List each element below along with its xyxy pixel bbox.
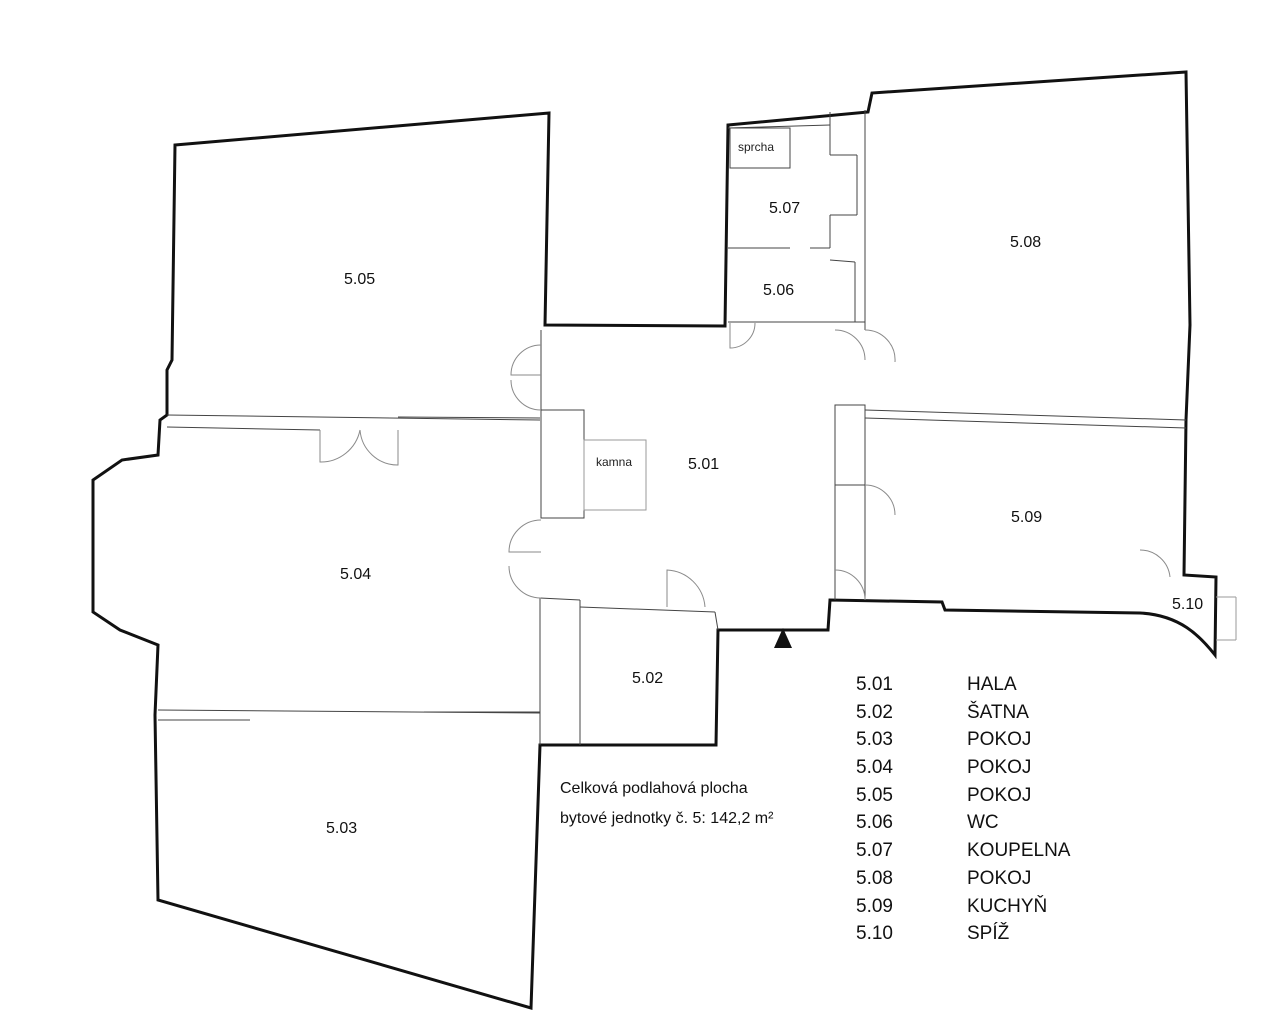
legend-row: 5.09 KUCHYŇ xyxy=(856,896,1070,924)
legend-name: KUCHYŇ xyxy=(967,895,1048,917)
legend-row: 5.02 ŠATNA xyxy=(856,702,1070,730)
legend-name: KOUPELNA xyxy=(967,840,1071,862)
room-label-5-01: 5.01 xyxy=(688,456,719,473)
outer-walls xyxy=(91,70,1218,1010)
legend-code: 5.10 xyxy=(856,923,893,945)
legend-row: 5.10 SPÍŽ xyxy=(856,923,1070,951)
legend-row: 5.07 KOUPELNA xyxy=(856,840,1070,868)
total-area-line-2: bytové jednotky č. 5: 142,2 m² xyxy=(560,810,774,827)
legend-code: 5.02 xyxy=(856,701,893,723)
legend-name: WC xyxy=(967,812,999,834)
legend-name: POKOJ xyxy=(967,784,1032,806)
stove-label: kamna xyxy=(596,455,632,469)
legend-code: 5.03 xyxy=(856,729,893,751)
legend-code: 5.05 xyxy=(856,784,893,806)
legend-name: SPÍŽ xyxy=(967,923,1010,945)
legend-row: 5.01 HALA xyxy=(856,674,1070,702)
total-area-note: Celková podlahová plocha bytové jednotky… xyxy=(560,774,773,834)
legend-name: POKOJ xyxy=(967,757,1032,779)
legend-name: POKOJ xyxy=(967,729,1032,751)
legend-row: 5.08 POKOJ xyxy=(856,868,1070,896)
legend-row: 5.03 POKOJ xyxy=(856,729,1070,757)
legend-row: 5.04 POKOJ xyxy=(856,757,1070,785)
legend-code: 5.01 xyxy=(856,674,893,695)
legend-row: 5.06 WC xyxy=(856,812,1070,840)
legend-code: 5.04 xyxy=(856,757,893,779)
room-label-5-05: 5.05 xyxy=(344,271,375,288)
room-label-5-03: 5.03 xyxy=(326,820,357,837)
room-label-5-06: 5.06 xyxy=(763,282,794,299)
legend-row: 5.05 POKOJ xyxy=(856,785,1070,813)
room-label-5-10: 5.10 xyxy=(1172,596,1203,613)
room-label-5-07: 5.07 xyxy=(769,200,800,217)
shower-label: sprcha xyxy=(738,140,774,154)
legend-code: 5.06 xyxy=(856,812,893,834)
legend-name: HALA xyxy=(967,674,1017,695)
legend-code: 5.07 xyxy=(856,840,893,862)
total-area-line-1: Celková podlahová plocha xyxy=(560,780,748,797)
interior-walls xyxy=(157,110,1237,745)
legend-code: 5.09 xyxy=(856,895,893,917)
room-label-5-04: 5.04 xyxy=(340,566,371,583)
legend-name: ŠATNA xyxy=(967,701,1029,723)
legend-code: 5.08 xyxy=(856,867,893,889)
room-label-5-09: 5.09 xyxy=(1011,509,1042,526)
door-swings xyxy=(319,322,1171,608)
entrance-marker xyxy=(774,628,792,648)
legend-name: POKOJ xyxy=(967,867,1032,889)
room-label-5-02: 5.02 xyxy=(632,670,663,687)
room-label-5-08: 5.08 xyxy=(1010,234,1041,251)
